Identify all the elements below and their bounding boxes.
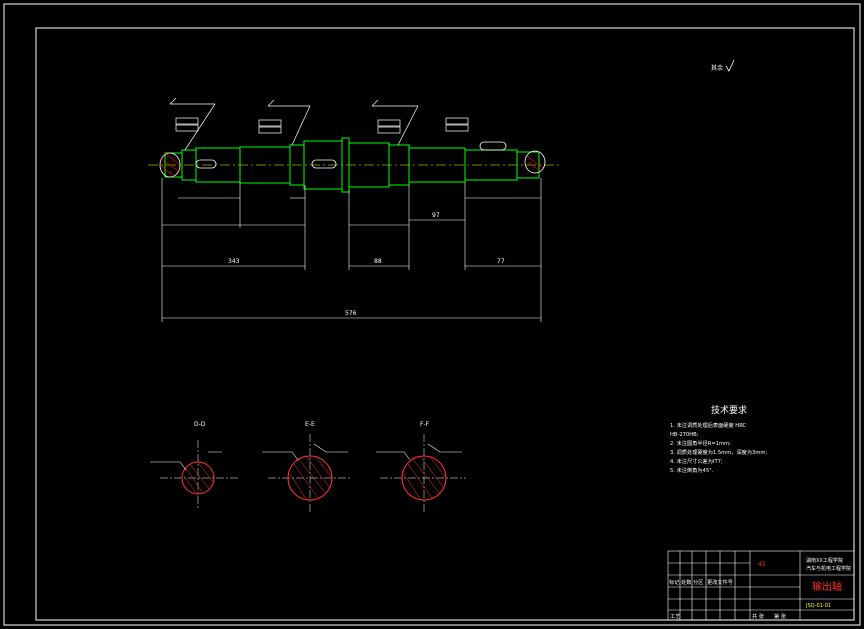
section-views: D-D E-E F-F bbox=[150, 421, 466, 512]
dim-1: 343 bbox=[228, 258, 240, 265]
section-f: F-F bbox=[376, 421, 466, 512]
section-e-label: E-E bbox=[305, 421, 315, 428]
bottom-label-3: 第 张 bbox=[774, 612, 787, 620]
row-label-1: 标记 bbox=[669, 578, 679, 586]
section-f-label: F-F bbox=[420, 421, 430, 428]
material-code: 45 bbox=[758, 561, 766, 568]
title-block bbox=[667, 550, 855, 621]
tech-item-2: HB-270HB; bbox=[670, 432, 699, 438]
shaft-outline bbox=[164, 137, 540, 193]
dim-2: 88 bbox=[374, 258, 382, 265]
outer-border bbox=[3, 3, 861, 626]
tech-title: 技术要求 bbox=[711, 404, 747, 416]
dimension-texts: 576 343 88 77 97 bbox=[228, 212, 505, 317]
tech-item-3: 2. 未注圆角半径R=1mm; bbox=[670, 439, 731, 447]
right-end-detail bbox=[524, 150, 546, 174]
left-end-detail bbox=[159, 152, 181, 178]
section-d-label: D-D bbox=[194, 421, 206, 428]
bottom-label-2: 共 张 bbox=[752, 612, 765, 620]
row-label-4: 更改文件号 bbox=[707, 578, 733, 586]
drawing-number: JSQ-01-01 bbox=[805, 603, 831, 609]
roughness-note: 其余 bbox=[711, 59, 735, 72]
title-block-text: 45 湖南XX工程学院 汽车与机电工程学院 输出轴 JSQ-01-01 工艺 共… bbox=[669, 557, 851, 620]
tech-item-4: 3. 调质处理硬度为1.5mm，深度为3mm; bbox=[670, 448, 767, 456]
tech-item-6: 5. 未注倒角为45°. bbox=[670, 466, 714, 474]
tolerance-frames bbox=[169, 97, 469, 151]
inner-frame bbox=[35, 27, 855, 621]
shaft-main-view: 576 343 88 77 97 bbox=[148, 97, 560, 322]
row-label-3: 分区 bbox=[693, 578, 703, 586]
section-d: D-D bbox=[150, 421, 238, 510]
tech-item-5: 4. 未注尺寸公差为IT7; bbox=[670, 457, 723, 465]
tech-item-1: 1. 未注调质处理后表面硬度 HRC bbox=[670, 421, 747, 429]
overall-dim: 576 bbox=[345, 310, 357, 317]
part-name: 输出轴 bbox=[812, 580, 842, 593]
roughness-text: 其余 bbox=[711, 64, 723, 72]
dimension-lines bbox=[161, 178, 542, 322]
technical-requirements: 技术要求 1. 未注调质处理后表面硬度 HRC HB-270HB; 2. 未注圆… bbox=[670, 404, 767, 474]
keyways bbox=[195, 141, 507, 169]
bottom-label-1: 工艺 bbox=[670, 613, 680, 620]
dim-3: 97 bbox=[432, 212, 440, 219]
company-line-2: 汽车与机电工程学院 bbox=[806, 565, 851, 572]
row-label-2: 处数 bbox=[681, 578, 692, 586]
section-e: E-E bbox=[262, 421, 352, 512]
dim-4: 77 bbox=[497, 258, 505, 265]
company-line-1: 湖南XX工程学院 bbox=[806, 557, 843, 564]
